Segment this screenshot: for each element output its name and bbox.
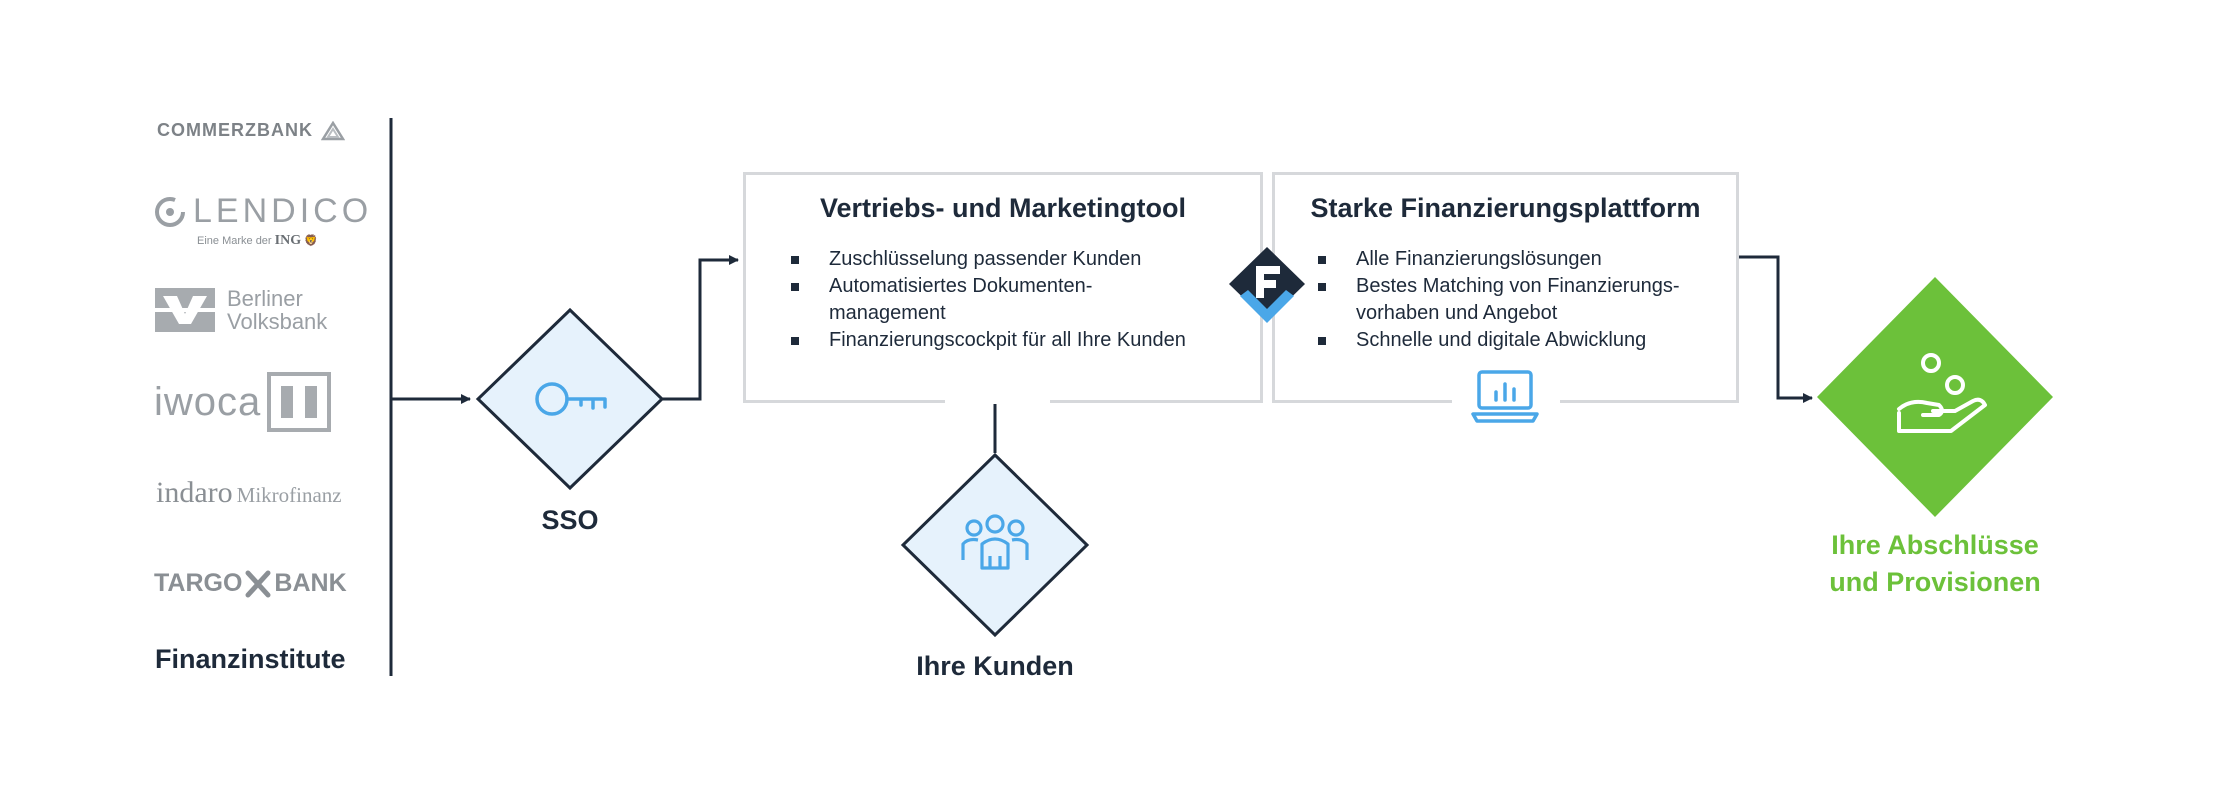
marketing-tool-title: Vertriebs- und Marketingtool: [819, 193, 1187, 223]
result-diamond: [1817, 277, 2053, 517]
laptop-chart-icon: [1471, 370, 1539, 423]
marketing-tool-box: Vertriebs- und Marketingtool Zuschlüssel…: [743, 172, 1263, 403]
list-item: Finanzierungscockpit für all Ihre Kunden: [779, 327, 1260, 354]
customers-diamond: [900, 452, 1090, 638]
hand-coins-icon: [1897, 353, 1987, 433]
lendico-logo: LENDICO Eine Marke der ING 🦁: [153, 192, 372, 249]
key-icon: [535, 382, 607, 416]
customers-label: Ihre Kunden: [916, 651, 1074, 681]
marketing-tool-list: Zuschlüsselung passender Kunden Automati…: [746, 246, 1260, 354]
sso-label: SSO: [541, 505, 599, 535]
users-group-icon: [961, 514, 1029, 570]
list-item: Schnelle und digitale Abwicklung: [1306, 327, 1736, 354]
targobank-cross-icon: [245, 570, 271, 597]
ing-lion-icon: 🦁: [304, 235, 318, 247]
list-item-continuation: vorhaben und Angebot: [1356, 302, 1558, 324]
box1-border-gap: [945, 398, 1050, 404]
platform-logo-icon: [1229, 247, 1305, 323]
commerzbank-ribbon-icon: [320, 120, 345, 140]
iwoca-square-icon: [267, 372, 332, 432]
list-item-continuation: management: [829, 302, 946, 324]
arrow-sso-to-tool: [660, 255, 739, 401]
institutions-label: Finanzinstitute: [155, 644, 346, 674]
arrow-platform-to-result: [1739, 255, 1813, 403]
indaro-logo: indaro Mikrofinanz: [156, 476, 342, 509]
platform-title: Starke Finanzierungsplattform: [1310, 193, 1701, 223]
list-item: Bestes Matching von Finanzierungs-: [1306, 273, 1736, 300]
platform-box: Starke Finanzierungsplattform Alle Finan…: [1272, 172, 1739, 403]
sso-diamond: [475, 307, 665, 491]
berliner-volksbank-logo: Berliner Volksbank: [155, 287, 327, 333]
commerzbank-logo: COMMERZBANK: [157, 120, 345, 141]
list-item: Automatisiertes Dokumenten-: [779, 273, 1260, 300]
lendico-ring-icon: [155, 196, 185, 227]
result-label: Ihre Abschlüsse und Provisionen: [1829, 530, 2041, 597]
iwoca-logo: iwoca: [154, 372, 332, 432]
list-item: Zuschlüsselung passender Kunden: [779, 246, 1260, 273]
list-item: Alle Finanzierungslösungen: [1306, 246, 1736, 273]
platform-list: Alle Finanzierungslösungen Bestes Matchi…: [1275, 246, 1736, 354]
targobank-logo: TARGO BANK: [154, 569, 347, 597]
volksbank-mark-icon: [155, 288, 215, 332]
